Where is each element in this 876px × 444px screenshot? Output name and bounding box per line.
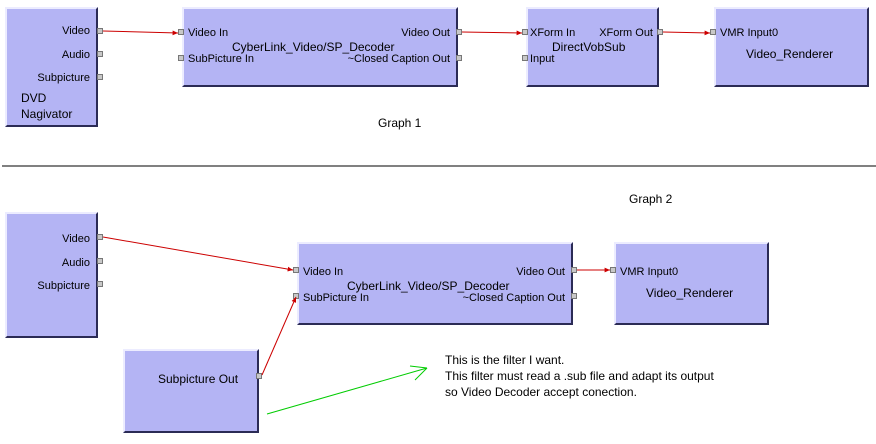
pin-label-video-in: Video In [303, 266, 344, 278]
pin-label-xform-out: XForm Out [599, 27, 653, 39]
connection-wire [102, 30, 179, 36]
output-pin-video[interactable] [97, 28, 103, 34]
connection-wire [461, 30, 523, 36]
output-pin-audio[interactable] [97, 51, 103, 57]
output-pin-closed-caption-out[interactable] [571, 293, 577, 299]
decoder-filter[interactable]: Video In SubPicture In Video Out ~Closed… [182, 7, 458, 87]
pin-label-xform-in: XForm In [530, 27, 576, 39]
output-pin-closed-caption-out[interactable] [456, 55, 462, 61]
filter-title-line2: Nagivator [21, 107, 73, 121]
note-line: This is the filter I want. [445, 353, 565, 367]
pin-label-subpicture: Subpicture [37, 72, 90, 84]
filter-title: DirectVobSub [552, 40, 626, 54]
source-filter[interactable]: Video Audio Subpicture [5, 212, 98, 338]
directvobsub-filter[interactable]: XForm In Input XForm Out DirectVobSub [526, 7, 659, 87]
pin-label-subpicture-in: SubPicture In [188, 53, 255, 65]
output-pin-video[interactable] [97, 234, 103, 240]
connection-wire [102, 236, 294, 272]
filter-title: Video_Renderer [746, 47, 834, 61]
pin-label-video: Video [62, 25, 90, 37]
filter-title: Video_Renderer [646, 286, 734, 300]
annotation-arrow [266, 365, 428, 415]
pin-label-input: Input [530, 53, 555, 65]
input-pin-input[interactable] [522, 55, 528, 61]
input-pin-video-in[interactable] [293, 267, 299, 273]
subpicture-out-filter[interactable]: Subpicture Out [123, 349, 259, 433]
pin-label-audio: Audio [61, 257, 90, 269]
decoder-filter[interactable]: Video In SubPicture In Video Out ~Closed… [297, 242, 573, 325]
graph1-caption: Graph 1 [378, 116, 422, 130]
video-renderer-filter[interactable]: VMR Input0 Video_Renderer [714, 7, 869, 87]
input-pin-xform-in[interactable] [522, 29, 528, 35]
output-pin-video-out[interactable] [456, 29, 462, 35]
output-pin-video-out[interactable] [571, 267, 577, 273]
pin-label-video-out: Video Out [401, 27, 450, 39]
pin-label-audio: Audio [61, 49, 90, 61]
pin-label-subpicture-in: SubPicture In [303, 292, 370, 304]
pin-label-vmr-input0: VMR Input0 [720, 27, 779, 39]
filter-title-line1: DVD [21, 91, 47, 105]
graph2-caption: Graph 2 [629, 192, 673, 206]
connection-wire [662, 30, 711, 36]
connection-wire [261, 296, 297, 376]
output-pin-xform-out[interactable] [657, 29, 663, 35]
input-pin-vmr-input0[interactable] [610, 267, 616, 273]
pin-label-closed-caption-out: ~Closed Caption Out [347, 53, 450, 65]
input-pin-subpicture-in[interactable] [178, 55, 184, 61]
output-pin-audio[interactable] [97, 258, 103, 264]
pin-label-video: Video [62, 233, 90, 245]
filter-title: Subpicture Out [158, 372, 239, 386]
pin-label-video-out: Video Out [516, 266, 565, 278]
video-renderer-filter[interactable]: VMR Input0 Video_Renderer [614, 242, 769, 325]
note-line: so Video Decoder accept conection. [445, 385, 637, 399]
annotation-note: This is the filter I want. This filter m… [445, 352, 714, 400]
input-pin-vmr-input0[interactable] [710, 29, 716, 35]
output-pin-subpicture[interactable] [97, 74, 103, 80]
filter-title: CyberLink_Video/SP_Decoder [232, 40, 395, 54]
dvd-navigator-filter[interactable]: Video Audio Subpicture DVD Nagivator [5, 7, 98, 127]
pin-label-subpicture: Subpicture [37, 280, 90, 292]
input-pin-video-in[interactable] [178, 29, 184, 35]
pin-label-video-in: Video In [188, 27, 229, 39]
note-line: This filter must read a .sub file and ad… [445, 369, 714, 383]
output-pin-subpicture-out[interactable] [256, 373, 262, 379]
pin-label-vmr-input0: VMR Input0 [620, 266, 679, 278]
pin-label-closed-caption-out: ~Closed Caption Out [462, 292, 565, 304]
output-pin-subpicture[interactable] [97, 281, 103, 287]
filter-title: CyberLink_Video/SP_Decoder [347, 279, 510, 293]
